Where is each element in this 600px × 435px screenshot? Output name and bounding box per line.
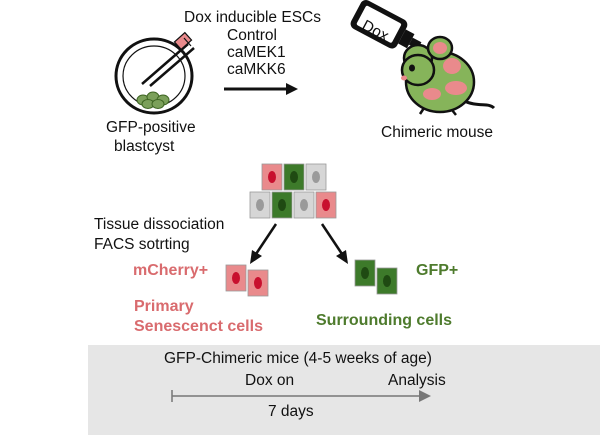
cell-gray	[293, 191, 315, 219]
sort-arrow-left	[250, 223, 278, 264]
cell-green	[283, 163, 305, 191]
cell-red	[315, 191, 337, 219]
cell-green	[271, 191, 293, 219]
gfp-cells-icon	[354, 259, 398, 295]
gfp-label: GFP+	[416, 262, 459, 279]
dox-bottle-icon	[350, 0, 422, 50]
timeline-end-label: Analysis	[388, 372, 446, 389]
chimeric-mouse-icon	[400, 35, 496, 116]
tissue-cell-cluster	[249, 163, 337, 219]
timeline-axis	[171, 390, 431, 402]
mcherry-label: mCherry+	[133, 262, 209, 279]
blastocyst-label-line1: GFP-positive	[106, 119, 196, 136]
blastocyst-label-line2: blastcyst	[114, 138, 175, 155]
construct-control: Control	[227, 27, 277, 44]
blastocyst-embryo-icon	[136, 91, 170, 109]
timeline-duration-label: 7 days	[268, 403, 314, 420]
pipette-icon	[141, 31, 195, 87]
construct-camek1: caMEK1	[227, 44, 286, 61]
timeline-title: GFP-Chimeric mice (4-5 weeks of age)	[164, 350, 432, 367]
primary-label-line2: Senescenct cells	[134, 318, 263, 335]
sorting-step-line2: FACS sotrting	[94, 236, 190, 253]
mouse-label: Chimeric mouse	[381, 124, 493, 141]
timeline-start-label: Dox on	[245, 372, 295, 389]
esc-title: Dox inducible ESCs	[184, 9, 321, 26]
primary-label-line1: Primary	[134, 298, 194, 315]
cell-gray	[305, 163, 327, 191]
blastocyst-dish-icon	[114, 31, 195, 115]
mcherry-cells-icon	[225, 264, 269, 297]
sorting-step-line1: Tissue dissociation	[94, 216, 225, 233]
injection-arrow	[224, 83, 298, 95]
surrounding-label: Surrounding cells	[316, 312, 453, 329]
cell-red	[261, 163, 283, 191]
construct-camkk6: caMKK6	[227, 61, 286, 78]
sort-arrow-right	[320, 223, 348, 264]
cell-gray	[249, 191, 271, 219]
timeline-panel	[88, 345, 600, 435]
